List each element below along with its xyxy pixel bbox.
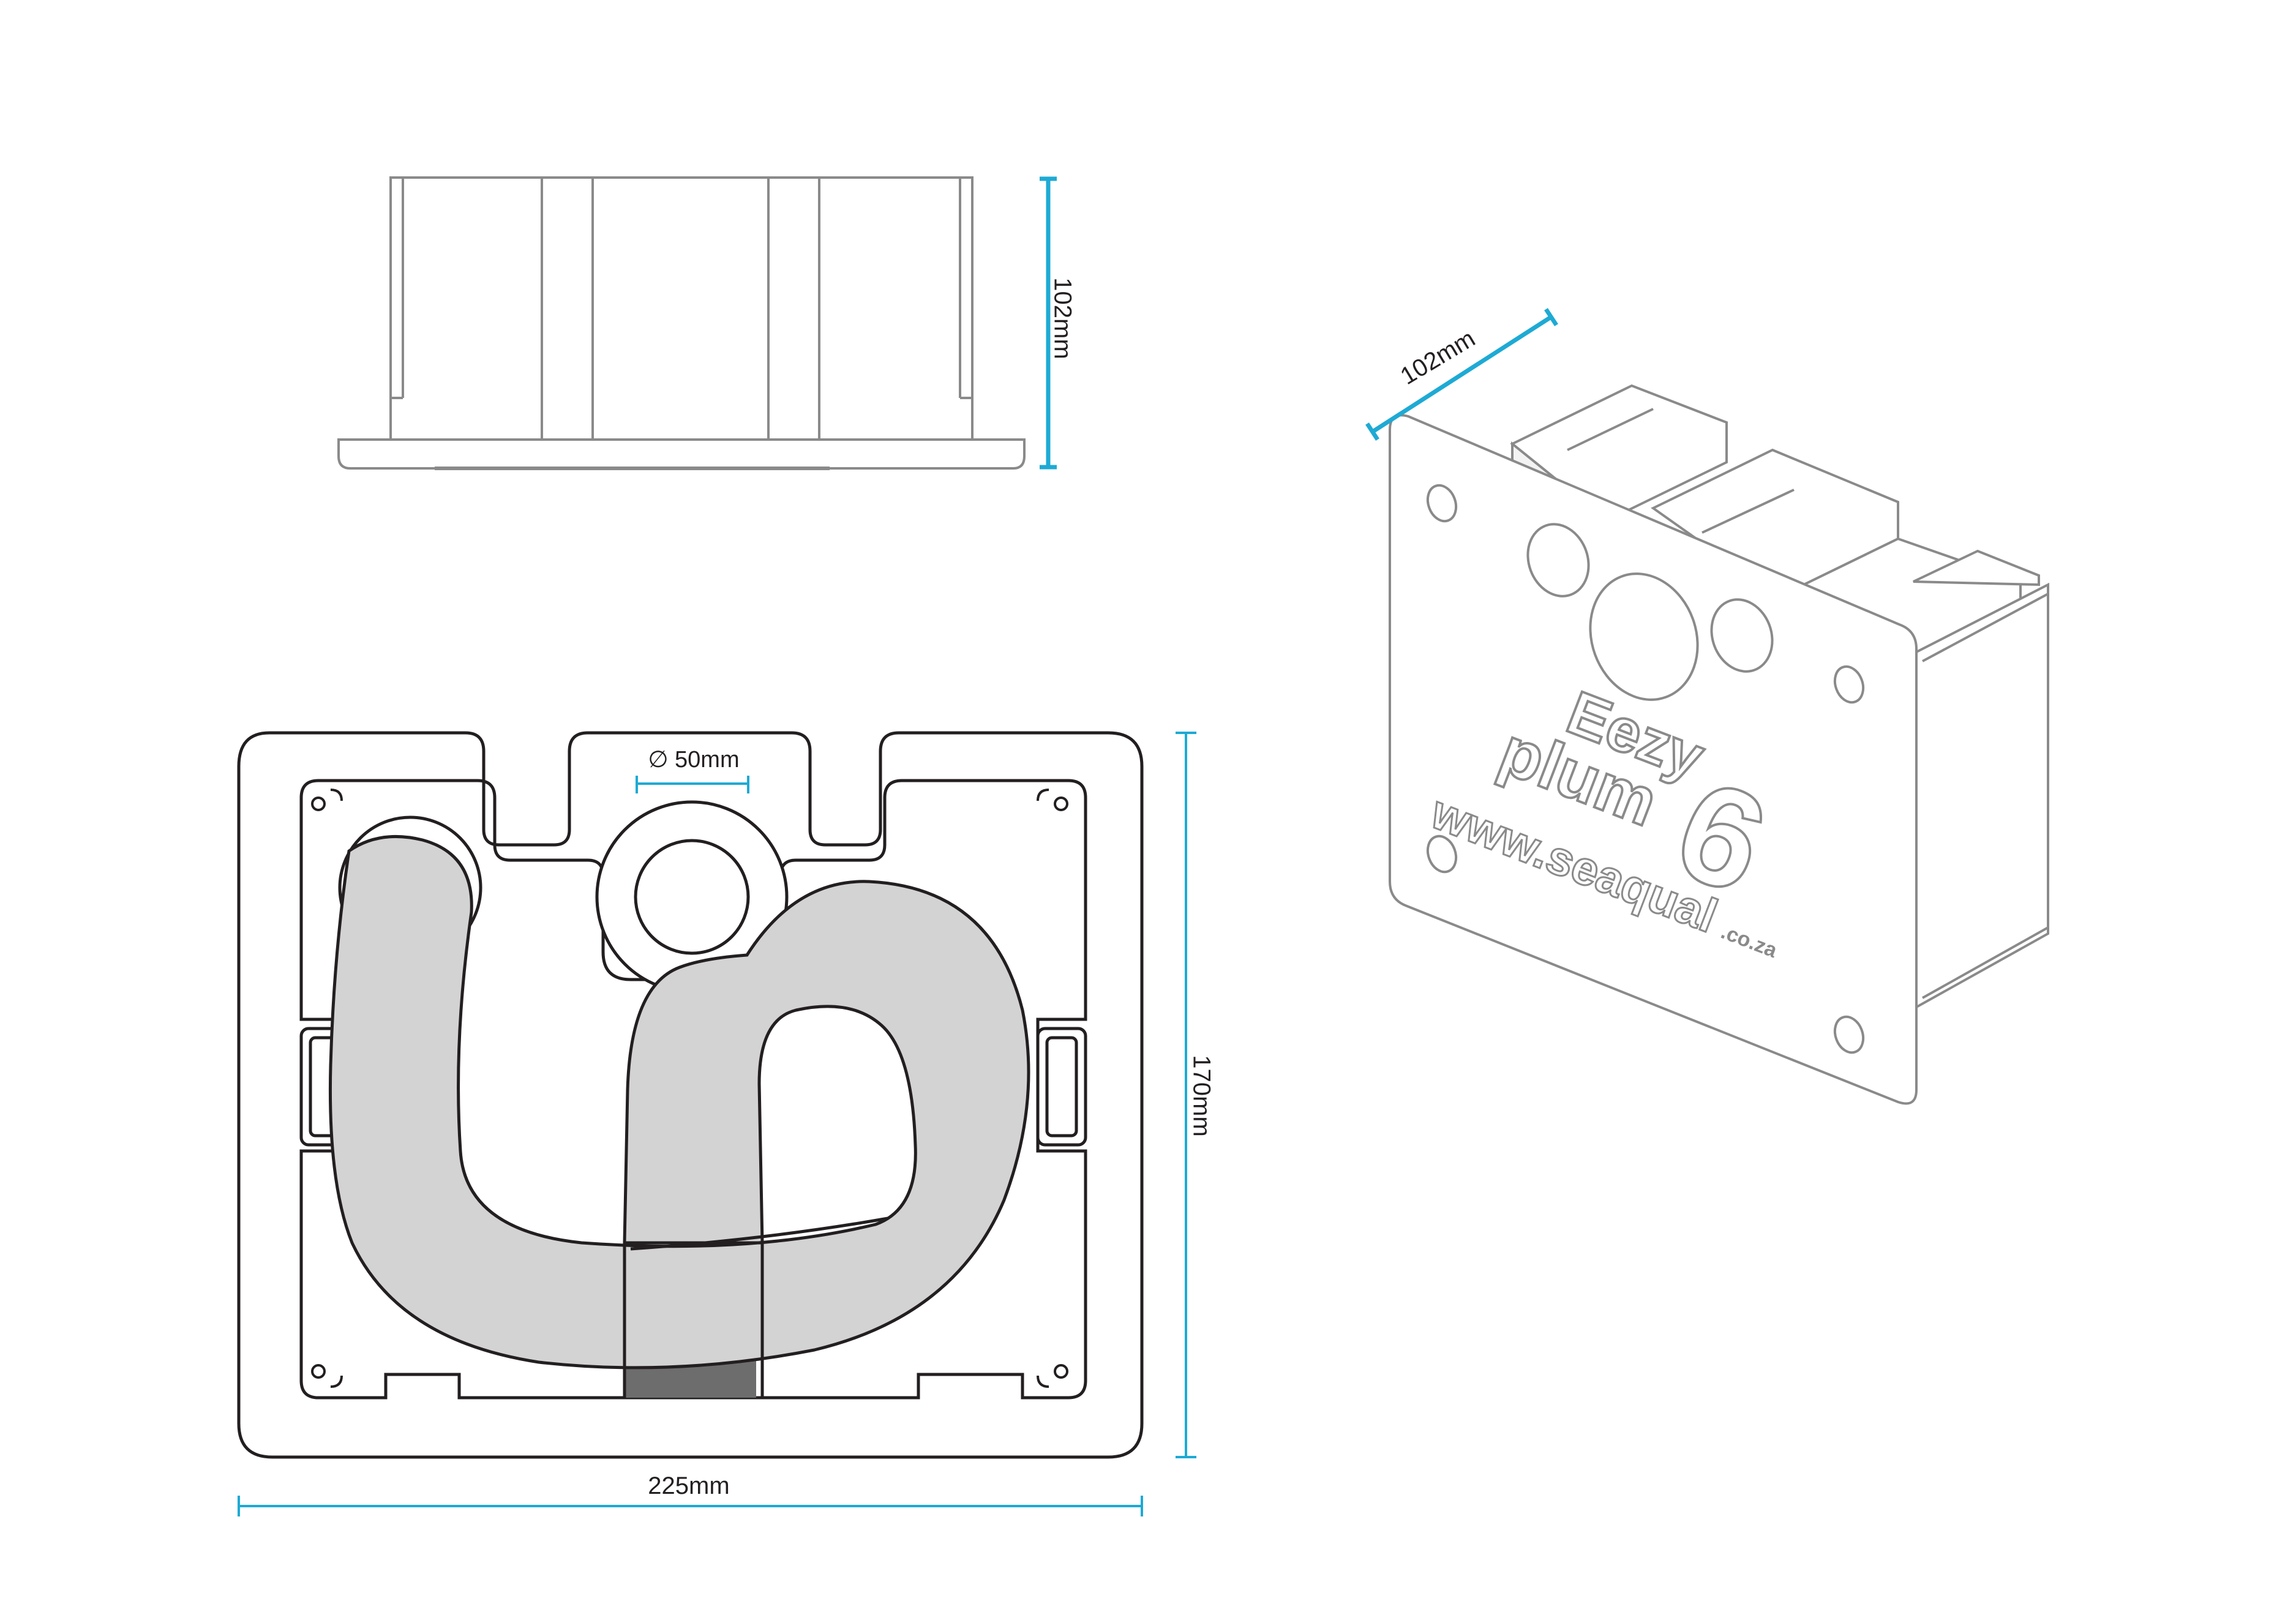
side-view	[337, 176, 1026, 470]
iso-depth-dimension	[1365, 308, 1558, 441]
iso-housing-side	[1915, 582, 2049, 1010]
front-view-inner-frame	[299, 779, 1087, 1400]
pipe-diameter-label: ∅ 50mm	[648, 747, 739, 773]
isometric-view	[1389, 384, 2049, 1105]
side-view-body	[389, 176, 974, 441]
front-width-dimension	[238, 1496, 1143, 1516]
iso-depth-label: 102mm	[1396, 325, 1480, 390]
iso-hole-left	[1526, 523, 1590, 598]
side-view-flange	[337, 438, 1026, 470]
front-height-dimension	[1176, 732, 1196, 1458]
side-height-label: 102mm	[1049, 277, 1076, 359]
screw-holes	[311, 789, 1068, 1388]
center-fitting-inner	[634, 839, 750, 955]
right-side-tab	[1036, 1027, 1087, 1147]
front-width-label: 225mm	[648, 1472, 729, 1499]
drain-hose	[328, 834, 1030, 1398]
iso-hole-center	[1589, 572, 1699, 701]
front-view-outer-frame	[237, 731, 1144, 1459]
iso-front-plate	[1389, 414, 1918, 1105]
side-height-dimension	[1040, 176, 1057, 470]
front-view	[237, 731, 1144, 1459]
iso-hole-right	[1710, 598, 1774, 673]
pipe-diameter-dimension	[636, 776, 749, 793]
front-height-label: 170mm	[1188, 1055, 1215, 1136]
